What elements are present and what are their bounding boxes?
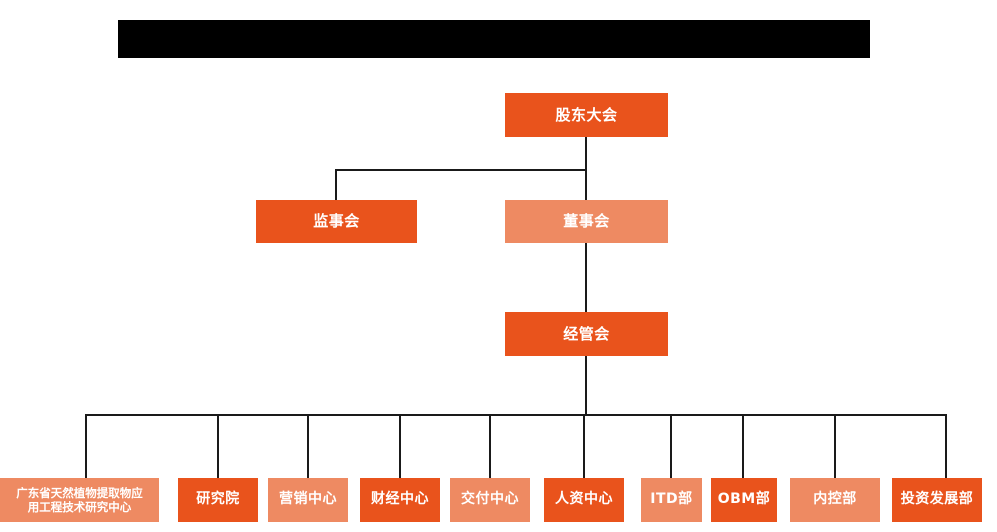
connector-to-research-institute	[217, 414, 219, 478]
connector-to-internal-control-department	[834, 414, 836, 478]
node-label-delivery-center: 交付中心	[461, 491, 519, 508]
node-label-obm-department: OBM部	[717, 491, 771, 508]
connector-to-delivery-center	[489, 414, 491, 478]
redacted-title-bar	[118, 20, 870, 58]
connector-leaf-bus	[86, 414, 946, 416]
node-marketing-center[interactable]: 营销中心	[268, 478, 348, 522]
node-investment-development-department[interactable]: 投资发展部	[892, 478, 982, 522]
node-label-itd-department: ITD部	[650, 491, 693, 508]
connector-to-investment-development-department	[945, 414, 947, 478]
node-label-shareholders-meeting: 股东大会	[555, 105, 618, 124]
node-label-marketing-center: 营销中心	[279, 491, 337, 508]
connector-management-stem	[585, 356, 587, 416]
node-research-institute[interactable]: 研究院	[178, 478, 258, 522]
node-label-management-committee: 经管会	[563, 324, 610, 343]
connector-to-obm-department	[742, 414, 744, 478]
node-label-board-of-directors: 董事会	[563, 212, 610, 231]
node-label-supervisory-board: 监事会	[313, 212, 360, 231]
connector-l2-bus	[336, 169, 587, 171]
node-supervisory-board[interactable]: 监事会	[256, 200, 417, 243]
node-internal-control-department[interactable]: 内控部	[790, 478, 880, 522]
node-hr-center[interactable]: 人资中心	[544, 478, 624, 522]
connector-to-board-of-directors	[585, 169, 587, 201]
node-delivery-center[interactable]: 交付中心	[450, 478, 530, 522]
node-label-finance-center: 财经中心	[371, 491, 429, 508]
node-label-engineering-research-center: 广东省天然植物提取物应 用工程技术研究中心	[16, 485, 143, 514]
connector-to-finance-center	[399, 414, 401, 478]
connector-to-hr-center	[583, 414, 585, 478]
connector-to-marketing-center	[307, 414, 309, 478]
connector-to-itd-department	[670, 414, 672, 478]
connector-board-to-management	[585, 242, 587, 313]
node-label-research-institute: 研究院	[196, 491, 240, 508]
node-label-investment-development-department: 投资发展部	[900, 491, 974, 508]
node-finance-center[interactable]: 财经中心	[360, 478, 440, 522]
node-board-of-directors[interactable]: 董事会	[505, 200, 668, 243]
node-management-committee[interactable]: 经管会	[505, 312, 668, 356]
node-itd-department[interactable]: ITD部	[641, 478, 702, 522]
node-engineering-research-center[interactable]: 广东省天然植物提取物应 用工程技术研究中心	[0, 478, 159, 522]
node-label-internal-control-department: 内控部	[813, 491, 857, 508]
node-label-hr-center: 人资中心	[555, 491, 613, 508]
connector-to-supervisory-board	[335, 169, 337, 201]
node-obm-department[interactable]: OBM部	[711, 478, 777, 522]
node-shareholders-meeting[interactable]: 股东大会	[505, 93, 668, 137]
connector-l1-stem	[585, 137, 587, 171]
connector-to-engineering-research-center	[85, 414, 87, 478]
